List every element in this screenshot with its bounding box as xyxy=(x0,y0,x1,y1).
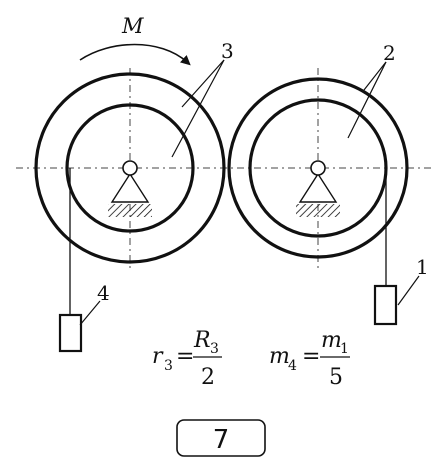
variant-number: 7 xyxy=(213,425,230,455)
leader-lines xyxy=(79,59,420,326)
svg-text:=: = xyxy=(302,344,320,369)
svg-text:3: 3 xyxy=(164,358,173,374)
svg-text:3: 3 xyxy=(210,341,219,357)
label-1: 1 xyxy=(416,255,429,279)
label-4: 4 xyxy=(97,281,110,305)
svg-text:4: 4 xyxy=(288,358,297,374)
axle-right xyxy=(310,160,326,176)
wheel-3-outer xyxy=(34,72,226,264)
moment-arrow xyxy=(79,43,191,66)
svg-text:r: r xyxy=(152,344,164,369)
wheel-3 xyxy=(34,72,226,264)
label-3: 3 xyxy=(221,39,234,63)
svg-text:5: 5 xyxy=(329,365,343,390)
formula-left: r 3 = R 3 2 xyxy=(152,328,222,390)
variant-box xyxy=(176,419,266,457)
moment-label: M xyxy=(121,14,144,38)
svg-text:R: R xyxy=(193,328,211,353)
formula-right: m 4 = m 1 5 xyxy=(269,328,350,390)
wheel-3-inner xyxy=(65,103,195,233)
svg-text:m: m xyxy=(269,344,290,369)
load-4 xyxy=(58,313,83,353)
support-left xyxy=(108,160,152,217)
svg-text:m: m xyxy=(321,328,342,353)
label-2: 2 xyxy=(383,41,396,65)
axle-left xyxy=(122,160,138,176)
load-1 xyxy=(373,284,398,326)
svg-text:2: 2 xyxy=(201,365,215,390)
svg-text:=: = xyxy=(176,344,194,369)
wheel-2-outer xyxy=(227,77,409,259)
svg-text:1: 1 xyxy=(340,341,349,357)
support-right xyxy=(296,160,340,217)
